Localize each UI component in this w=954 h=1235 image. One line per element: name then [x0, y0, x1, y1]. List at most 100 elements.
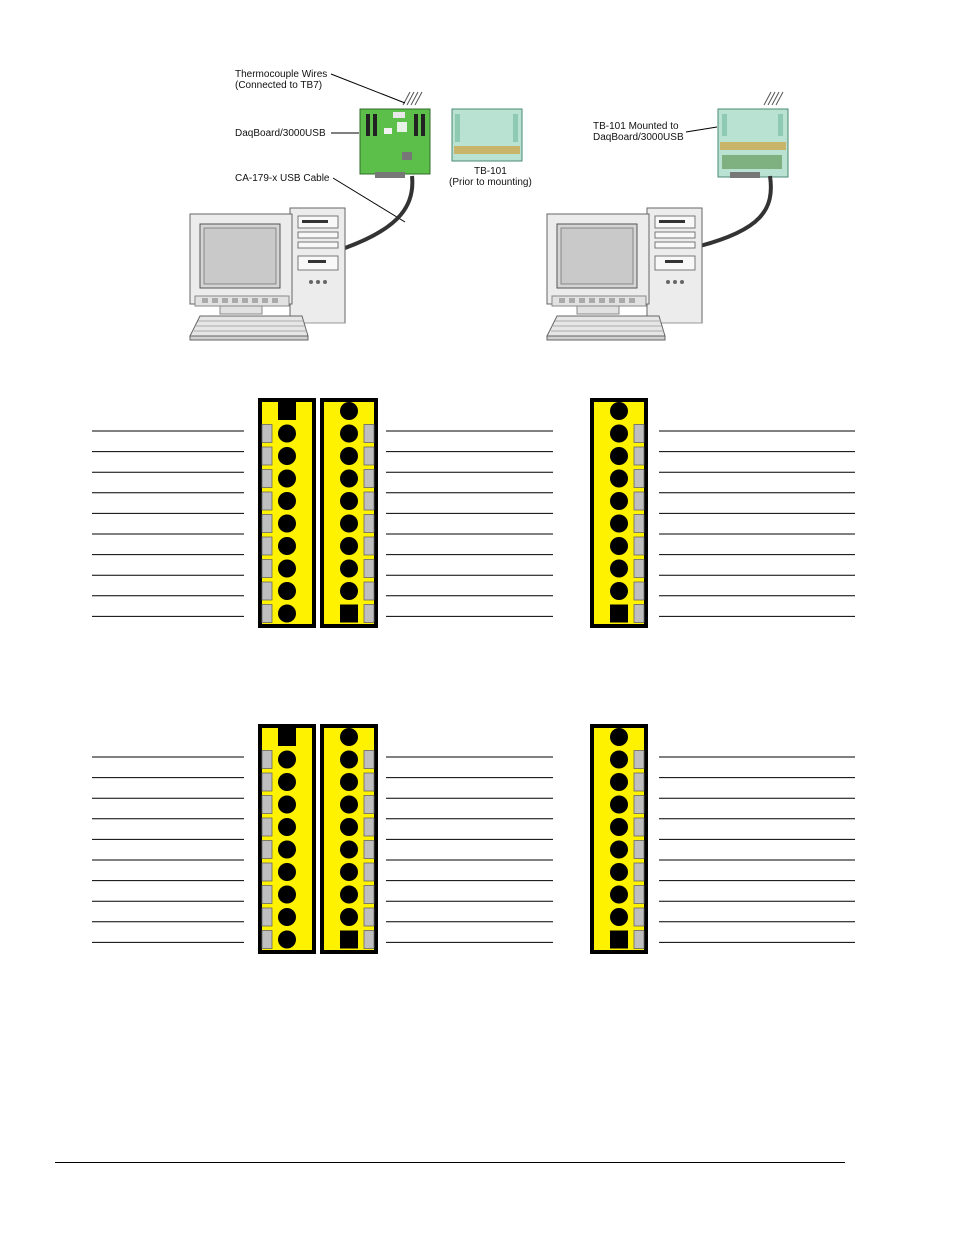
upper-middle-strip-tab [363, 514, 375, 533]
upper-left-strip-terminal [278, 514, 296, 533]
tb101-mounted-label: TB-101 Mounted to DaqBoard/3000USB [593, 121, 684, 143]
lower-left-strip-tab [261, 930, 273, 949]
lower-right-strip [590, 724, 648, 954]
upper-middle-strip-tab [363, 536, 375, 556]
lower-middle-strip-terminal [340, 818, 358, 836]
lower-left-strip-terminal [278, 750, 296, 769]
upper-middle-strip-terminal [340, 424, 358, 443]
lower-right-strip-tab [633, 840, 645, 859]
lower-right-strip-terminal [610, 863, 628, 881]
upper-right-strip-terminal [610, 537, 628, 555]
upper-right-strip-tab [633, 536, 645, 556]
lower-right-strip-terminal [610, 885, 628, 904]
lower-right-strip-tab [633, 817, 645, 837]
upper-right-strip-square-terminal [610, 604, 628, 623]
lower-left-strip-tab [261, 795, 273, 814]
upper-middle-strip-tab [363, 469, 375, 488]
upper-left-strip-terminal [278, 582, 296, 600]
lower-right-strip-terminal [610, 908, 628, 926]
upper-middle-strip-terminal [340, 537, 358, 555]
upper-right-strip-terminal [610, 582, 628, 600]
lower-middle-strip-terminal [340, 840, 358, 859]
upper-right-strip-terminal [610, 492, 628, 510]
lower-right-strip-tab [633, 885, 645, 904]
upper-right-strip-terminal [610, 447, 628, 465]
lower-middle-strip-terminal [340, 773, 358, 791]
upper-left-strip-tab [261, 581, 273, 601]
lower-left-strip-terminal [278, 930, 296, 949]
lower-right-strip-terminal [610, 818, 628, 836]
upper-left-strip-tab [261, 514, 273, 533]
lower-left-strip-tab [261, 885, 273, 904]
lower-middle-strip-terminal [340, 908, 358, 926]
upper-right-strip-tab [633, 559, 645, 578]
upper-middle-strip-terminal [340, 582, 358, 600]
upper-middle-strip-tab [363, 559, 375, 578]
lower-middle-strip-terminal [340, 728, 358, 746]
upper-right-strip-tab [633, 446, 645, 466]
lower-right-strip-square-terminal [610, 930, 628, 949]
lower-left-strip-tab [261, 817, 273, 837]
computer-right-icon [546, 207, 703, 341]
upper-middle-strip [320, 398, 378, 628]
upper-right-strip-terminal [610, 514, 628, 533]
upper-left-strip-terminal [278, 469, 296, 488]
lower-middle-strip-terminal [340, 863, 358, 881]
lower-left-strip-tab [261, 907, 273, 927]
upper-right-strip-terminal [610, 424, 628, 443]
lower-middle-strip-tab [363, 907, 375, 927]
lower-right-strip-tab [633, 930, 645, 949]
leader-lines [330, 73, 406, 223]
lower-middle-strip-terminal [340, 750, 358, 769]
upper-middle-strip-terminal [340, 447, 358, 465]
upper-left-strip-tab [261, 604, 273, 623]
upper-middle-strip-terminal [340, 492, 358, 510]
upper-middle-strip-terminal [340, 469, 358, 488]
usb-cable-label: CA-179-x USB Cable [235, 173, 330, 184]
daqboard-label: DaqBoard/3000USB [235, 128, 326, 139]
lower-left-strip-tab [261, 840, 273, 859]
upper-right-strip-tab [633, 491, 645, 511]
upper-left-strip-tab [261, 491, 273, 511]
upper-left-strip-tab [261, 424, 273, 443]
lower-middle-strip-tab [363, 840, 375, 859]
mounted-board-illustration [717, 108, 789, 178]
lower-right-strip-tab [633, 907, 645, 927]
lower-right-strip-terminal [610, 773, 628, 791]
thermocouple-wires-label: Thermocouple Wires (Connected to TB7) [235, 69, 328, 91]
lower-left-strip-terminal [278, 773, 296, 791]
upper-middle-strip-terminal [340, 559, 358, 578]
usb-cable-icon [344, 175, 415, 250]
lower-middle-strip-tab [363, 750, 375, 769]
lower-right-strip-tab [633, 750, 645, 769]
tb101-note-label: (Prior to mounting) [449, 177, 532, 188]
lower-left-strip-tab [261, 750, 273, 769]
lower-middle-strip-tab [363, 930, 375, 949]
lower-left-strip-terminal [278, 863, 296, 881]
daqboard-pcb-illustration [359, 108, 431, 178]
upper-right-strip-tab [633, 469, 645, 488]
lower-middle-strip-tab [363, 862, 375, 882]
upper-left-strip-square-terminal [278, 402, 296, 420]
upper-middle-strip-square-terminal [340, 604, 358, 623]
computer-left-icon [189, 207, 346, 341]
lower-left-strip-tab [261, 862, 273, 882]
lower-left-strip-tab [261, 772, 273, 792]
upper-left-strip-tab [261, 559, 273, 578]
upper-right-strip-tab [633, 514, 645, 533]
lower-right-strip-terminal [610, 795, 628, 814]
upper-right-strip-terminal [610, 469, 628, 488]
upper-middle-strip-tab [363, 446, 375, 466]
tb101-board-illustration [451, 108, 523, 162]
upper-left-strip-terminal [278, 537, 296, 555]
lower-middle-strip-tab [363, 772, 375, 792]
lower-middle-strip-square-terminal [340, 930, 358, 949]
upper-right-strip-tab [633, 604, 645, 623]
upper-left-strip-terminal [278, 559, 296, 578]
upper-right-strip-terminal [610, 402, 628, 420]
upper-middle-strip-tab [363, 604, 375, 623]
upper-left-strip-terminal [278, 447, 296, 465]
lower-right-strip-tab [633, 772, 645, 792]
upper-right-strip-tab [633, 581, 645, 601]
